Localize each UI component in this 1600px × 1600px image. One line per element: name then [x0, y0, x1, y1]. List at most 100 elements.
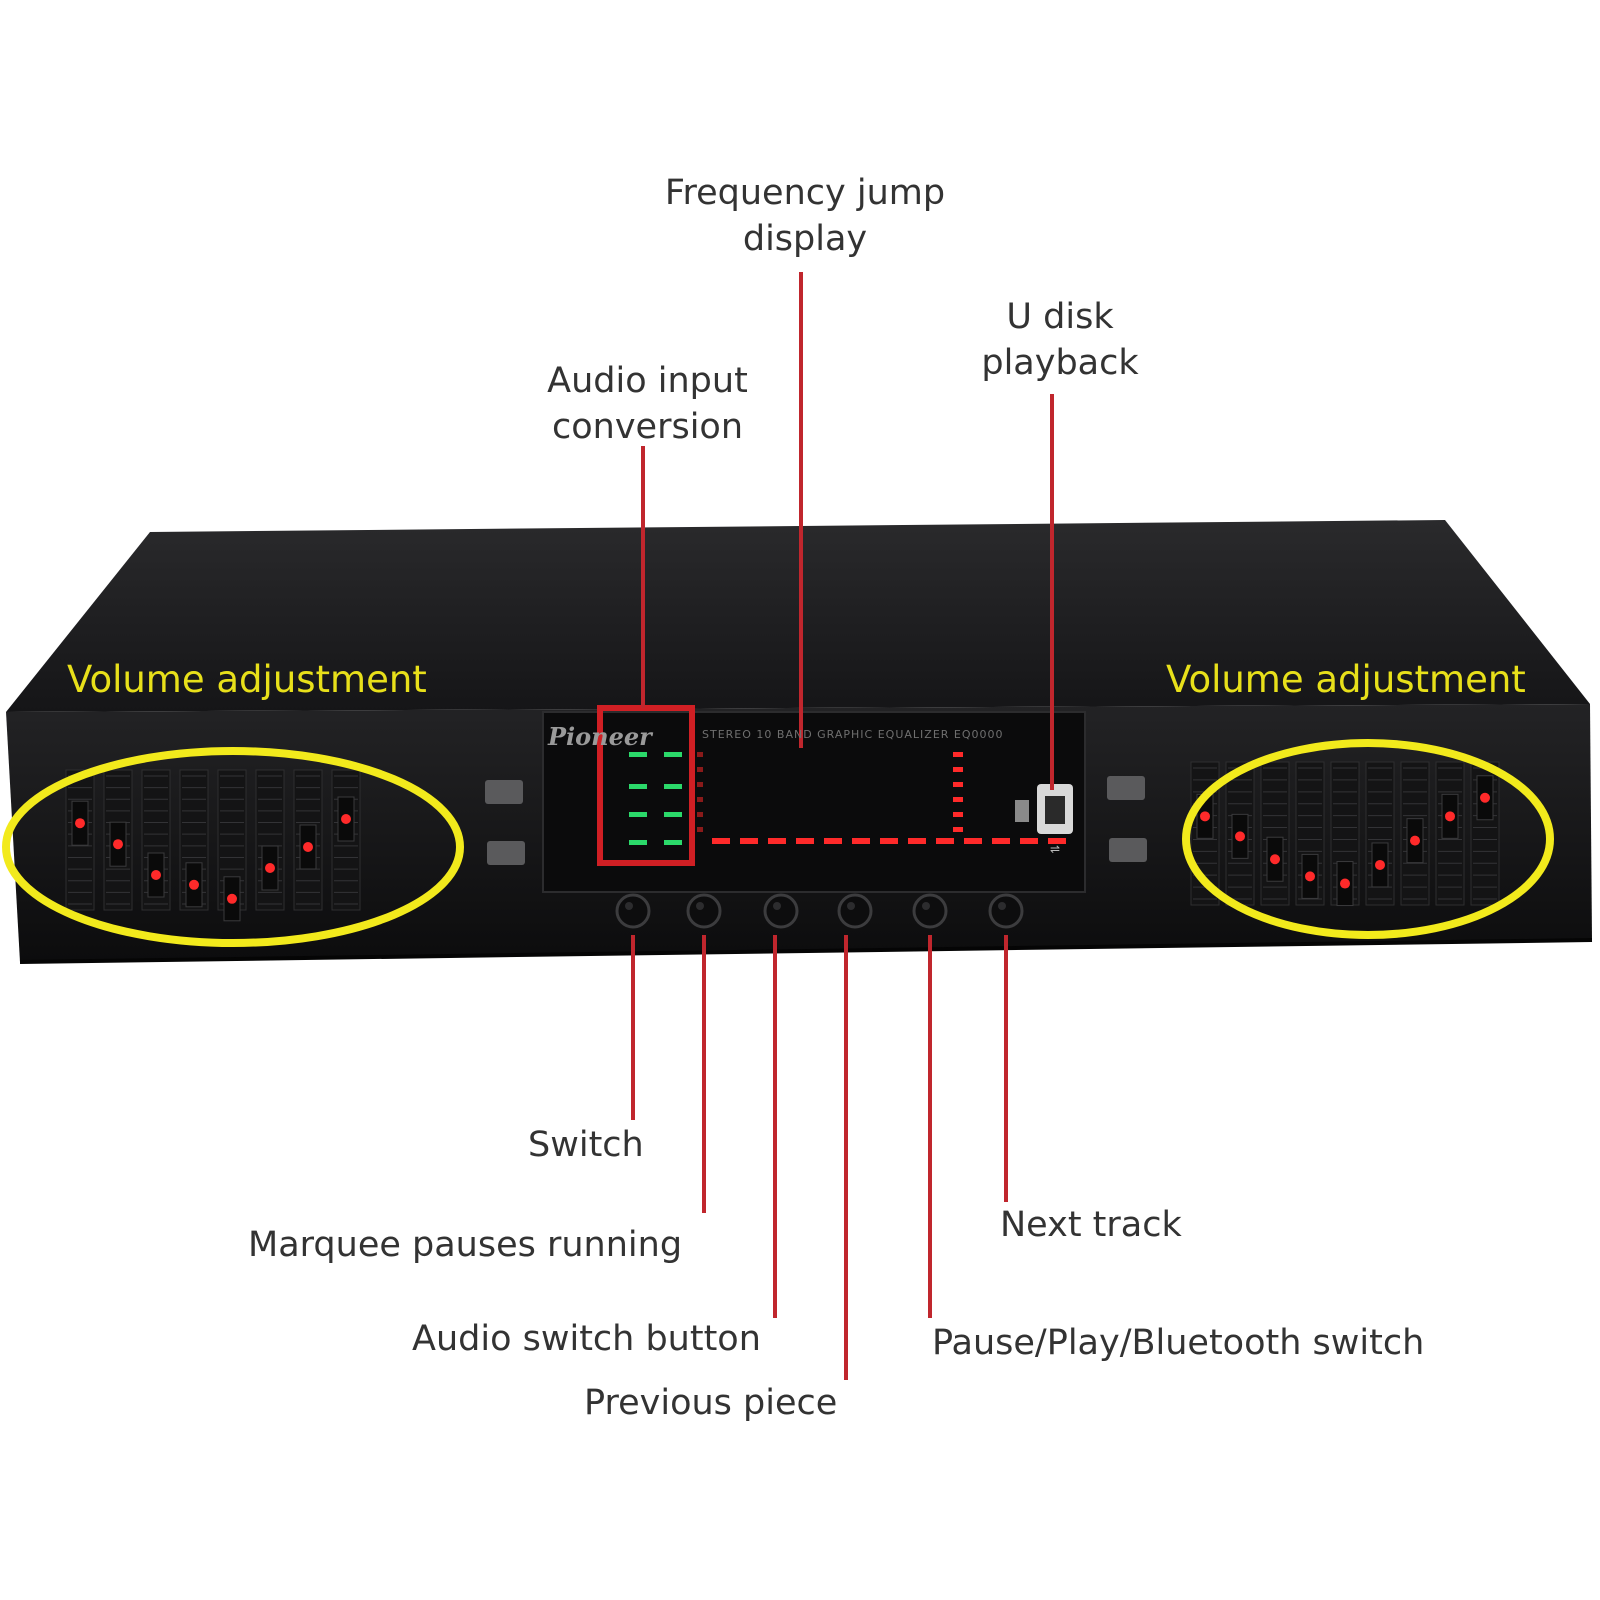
right-slider-led-2 [1235, 831, 1245, 842]
label-previous-piece: Previous piece [584, 1383, 838, 1423]
label-frequency-jump-display: Frequency jump display [600, 170, 1010, 262]
left-slider-led-7 [303, 842, 313, 852]
spectrum-led-side-2 [953, 767, 963, 772]
input-led-2-1 [629, 784, 647, 789]
control-button-2[interactable] [686, 893, 722, 929]
input-led-4-2 [664, 840, 682, 845]
audio-input-highlight-box [597, 705, 695, 866]
label-u-disk-line-2: playback [981, 343, 1139, 383]
right-slider-led-1 [1200, 811, 1210, 822]
spectrum-led-bottom-3 [768, 838, 786, 844]
left-slider-led-5 [227, 893, 237, 904]
right-slider-led-9 [1480, 792, 1490, 803]
usb-icon: ⇌ [1050, 842, 1060, 856]
right-volume-highlight-ellipse [1182, 739, 1554, 939]
spectrum-led-side-1 [953, 752, 963, 757]
spectrum-led-bottom-7 [880, 838, 898, 844]
left-slider-led-1 [75, 818, 85, 829]
left-slider-led-3 [151, 870, 161, 880]
label-frequency-jump-line-1: Frequency jump [664, 173, 946, 213]
control-button-4[interactable] [837, 893, 873, 929]
label-u-disk-line-1: U disk [1006, 297, 1114, 337]
left-slider-track-6 [255, 769, 285, 911]
left-lower-button[interactable] [487, 841, 525, 865]
spectrum-led-bottom-5 [824, 838, 842, 844]
input-led-2-2 [664, 784, 682, 789]
control-button-highlight-2 [696, 902, 704, 910]
right-lower-button[interactable] [1109, 838, 1147, 862]
control-button-6[interactable] [988, 893, 1024, 929]
label-frequency-jump-line-2: display [742, 219, 868, 259]
right-slider-led-8 [1445, 811, 1455, 822]
spectrum-led-left-5 [697, 812, 703, 817]
leader-lines [631, 272, 1054, 1380]
device-model-text: STEREO 10 BAND GRAPHIC EQUALIZER EQ0000 [702, 728, 1004, 741]
label-volume-adjustment-left: Volume adjustment [67, 658, 427, 701]
control-button-1[interactable] [615, 893, 651, 929]
spectrum-led-side-3 [953, 782, 963, 787]
usb-port[interactable] [1045, 796, 1065, 824]
control-button-highlight-1 [625, 902, 633, 910]
label-next-track: Next track [1000, 1205, 1182, 1245]
control-buttons [615, 893, 1024, 929]
right-slider-led-5 [1340, 878, 1350, 889]
control-button-3[interactable] [763, 893, 799, 929]
chassis-top [6, 520, 1590, 712]
control-button-highlight-4 [847, 902, 855, 910]
spectrum-led-bottom-13 [1048, 838, 1066, 844]
chassis-bottom-edge [19, 938, 1593, 964]
spectrum-led-left-3 [697, 782, 703, 787]
left-upper-button[interactable] [485, 780, 523, 804]
input-indicator-leds [629, 752, 682, 845]
spectrum-led-left-2 [697, 767, 703, 772]
spectrum-led-side-4 [953, 797, 963, 802]
right-slider-led-4 [1305, 871, 1315, 882]
left-slider-led-8 [341, 814, 351, 824]
control-button-highlight-3 [773, 902, 781, 910]
right-slider-led-7 [1410, 835, 1420, 846]
frequency-display-leds [697, 752, 1066, 844]
right-slider-bank [1190, 761, 1500, 907]
spectrum-led-side-5 [953, 812, 963, 817]
input-led-3-1 [629, 812, 647, 817]
control-button-5[interactable] [912, 893, 948, 929]
label-u-disk-playback: U disk playback [945, 294, 1175, 386]
left-slider-led-6 [265, 863, 275, 873]
spectrum-led-side-6 [953, 827, 963, 832]
spectrum-led-bottom-1 [712, 838, 730, 844]
label-pause-play-bluetooth-switch: Pause/Play/Bluetooth switch [932, 1323, 1425, 1363]
right-upper-button[interactable] [1107, 776, 1145, 800]
label-audio-input-line-2: conversion [551, 407, 744, 447]
control-button-highlight-6 [998, 902, 1006, 910]
label-audio-switch-button: Audio switch button [412, 1319, 761, 1359]
right-slider-led-3 [1270, 854, 1280, 865]
spectrum-led-bottom-4 [796, 838, 814, 844]
left-slider-led-2 [113, 839, 123, 850]
spectrum-led-bottom-9 [936, 838, 954, 844]
input-led-1-1 [629, 752, 647, 757]
label-switch: Switch [528, 1125, 644, 1165]
label-audio-input-conversion: Audio input conversion [520, 358, 775, 450]
label-audio-input-line-1: Audio input [547, 361, 748, 401]
left-slider-bank [65, 769, 361, 922]
spectrum-led-left-6 [697, 827, 703, 832]
spectrum-led-bottom-12 [1020, 838, 1038, 844]
spectrum-led-left-4 [697, 797, 703, 802]
usb-side-button[interactable] [1015, 800, 1029, 822]
input-led-1-2 [664, 752, 682, 757]
spectrum-led-bottom-10 [964, 838, 982, 844]
right-slider-led-6 [1375, 859, 1385, 870]
device-brand-logo: Pioneer [548, 722, 652, 751]
spectrum-led-bottom-6 [852, 838, 870, 844]
spectrum-led-bottom-11 [992, 838, 1010, 844]
left-slider-led-4 [189, 879, 199, 890]
input-led-3-2 [664, 812, 682, 817]
control-button-highlight-5 [922, 902, 930, 910]
spectrum-led-bottom-8 [908, 838, 926, 844]
input-led-4-1 [629, 840, 647, 845]
spectrum-led-left-1 [697, 752, 703, 757]
left-volume-highlight-ellipse [2, 747, 464, 947]
right-slider-track-3 [1260, 761, 1290, 906]
